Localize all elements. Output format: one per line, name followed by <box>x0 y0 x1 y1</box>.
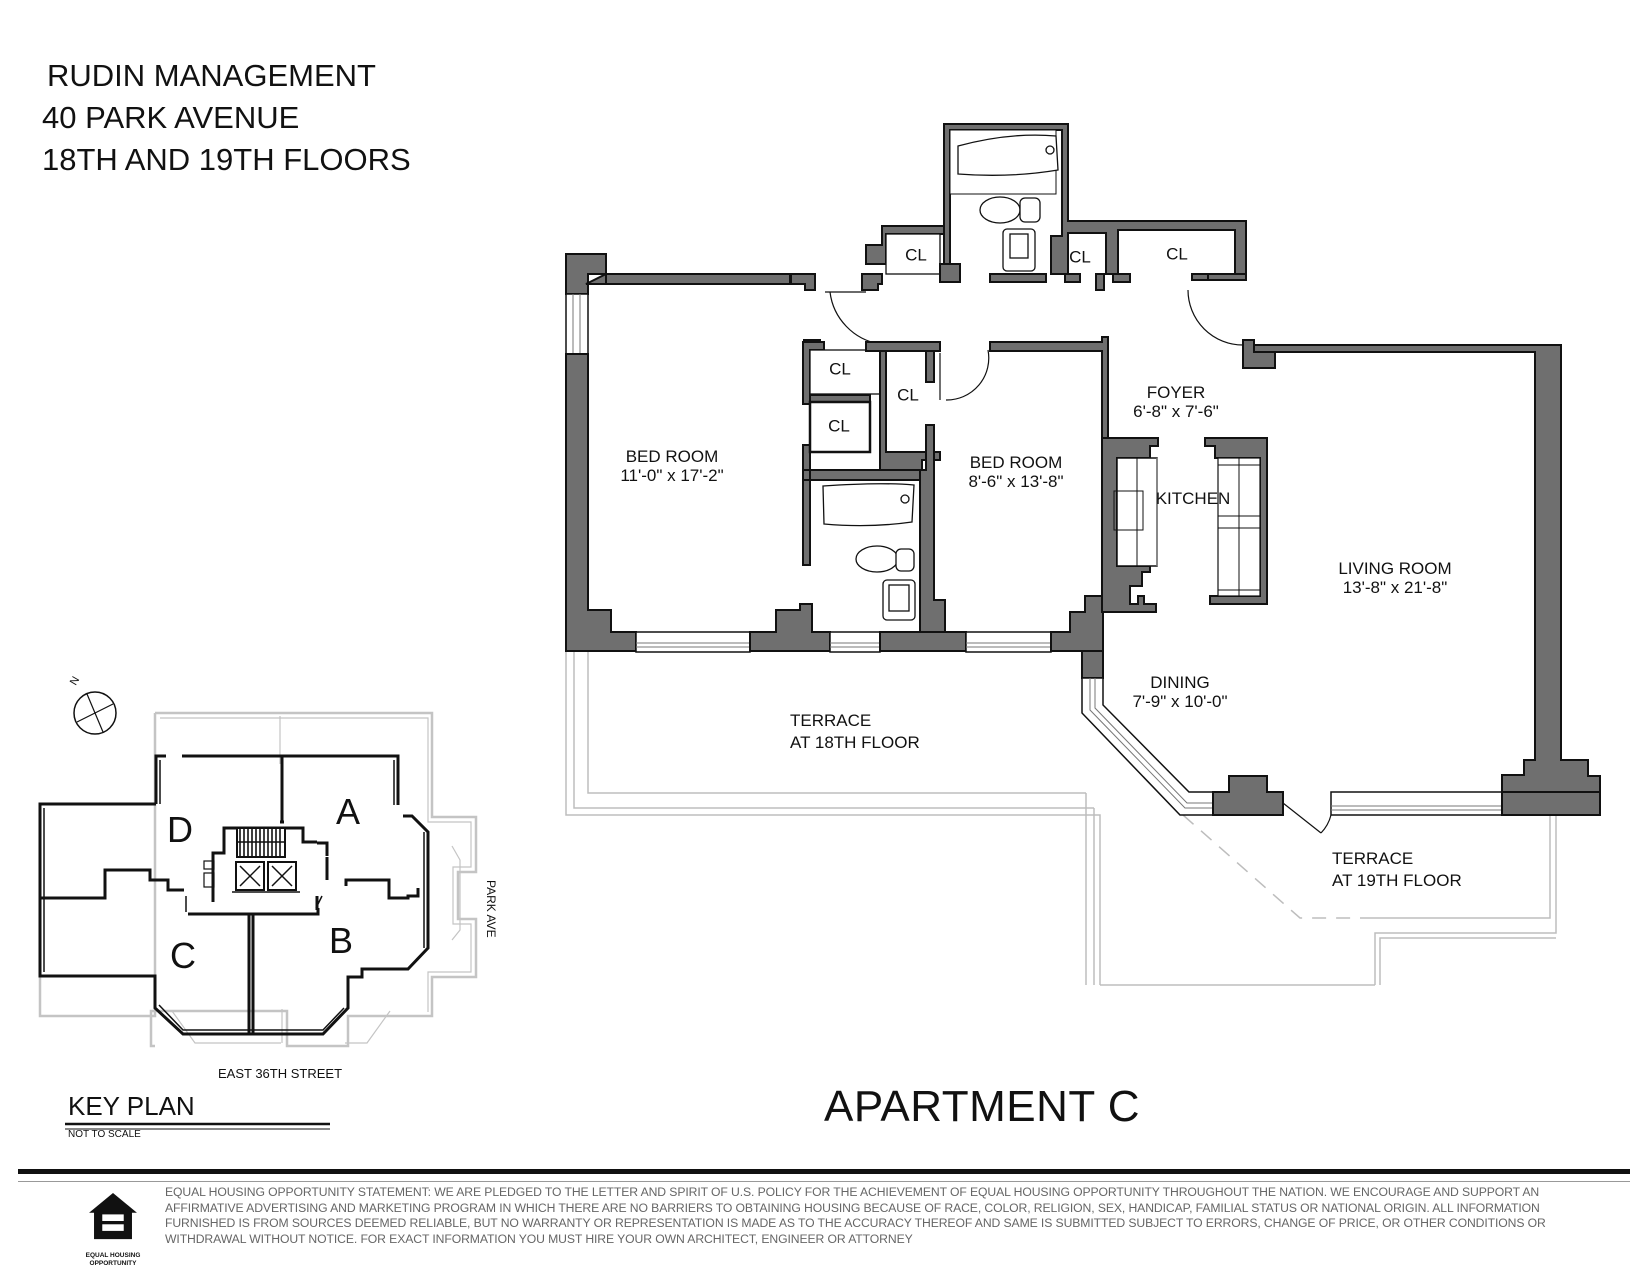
equal-housing-logo-text: EQUAL HOUSING OPPORTUNITY <box>85 1252 141 1267</box>
room-foyer: FOYER 6'-8" x 7'-6" <box>1133 383 1219 421</box>
key-plan-drawing <box>38 691 478 1048</box>
footer-divider-thin <box>18 1181 1630 1182</box>
key-unit-c: C <box>170 935 196 976</box>
closet-label: CL <box>905 245 927 265</box>
key-unit-d: D <box>167 809 193 850</box>
closet-label: CL <box>828 416 850 436</box>
room-bedroom-1: BED ROOM 11'-0" x 17'-2" <box>620 447 724 485</box>
room-bedroom-2: BED ROOM 8'-6" x 13'-8" <box>968 453 1064 491</box>
equal-housing-disclaimer: EQUAL HOUSING OPPORTUNITY STATEMENT: WE … <box>165 1185 1546 1246</box>
closet-label: CL <box>897 385 919 405</box>
building-address: 40 PARK AVENUE <box>42 100 300 135</box>
closet-label: CL <box>1069 247 1091 267</box>
key-plan-scale-note: NOT TO SCALE <box>68 1129 141 1140</box>
closet-label: CL <box>1166 244 1188 264</box>
company-name: RUDIN MANAGEMENT <box>47 58 376 93</box>
floors-label: 18TH AND 19TH FLOORS <box>42 142 411 177</box>
room-living-room: LIVING ROOM 13'-8" x 21'-8" <box>1338 559 1452 597</box>
closet-label: CL <box>829 359 851 379</box>
terrace-19th-label: TERRACE AT 19TH FLOOR <box>1332 849 1462 890</box>
key-unit-a: A <box>335 791 361 832</box>
equal-housing-icon <box>89 1192 137 1240</box>
key-plan-title: KEY PLAN <box>68 1091 195 1121</box>
terrace-18th-outline <box>565 650 1101 985</box>
room-kitchen: KITCHEN <box>1155 489 1231 508</box>
terrace-19th-outline <box>1100 814 1557 986</box>
key-unit-b: B <box>328 920 354 961</box>
footer-divider <box>18 1169 1630 1174</box>
street-label-park-ave: PARK AVE <box>484 880 498 938</box>
terrace-18th-label: TERRACE AT 18TH FLOOR <box>790 711 920 752</box>
room-dining: DINING 7'-9" x 10'-0" <box>1132 673 1228 711</box>
apartment-title: APARTMENT C <box>824 1082 1140 1131</box>
street-label-east-36th: EAST 36TH STREET <box>218 1066 343 1081</box>
